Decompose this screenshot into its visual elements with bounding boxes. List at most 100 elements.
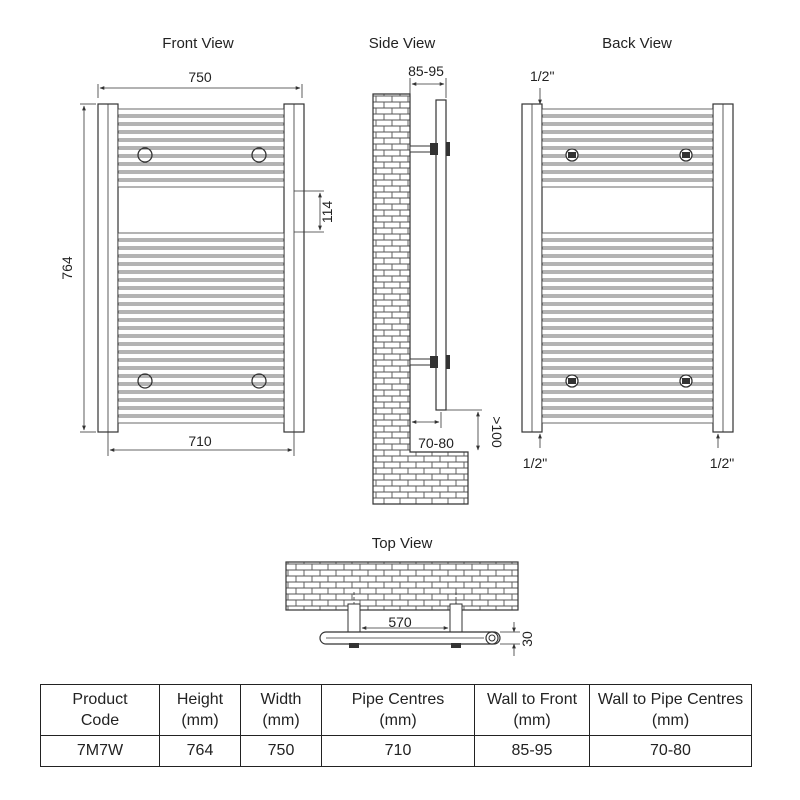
towel-bar [117, 376, 285, 384]
towel-bar [117, 272, 285, 280]
back-pipe-size-left-label: 1/2" [523, 455, 547, 471]
back-view: Back View 1/2" 1/2" 1/2" [521, 35, 734, 471]
towel-bar [117, 132, 285, 140]
back-bracket-bottom-left-icon [565, 374, 579, 388]
towel-bar [541, 116, 714, 124]
side-floor-clearance-label: >100 [489, 416, 505, 448]
top-view: Top View 570 30 [285, 535, 535, 656]
towel-bar [541, 344, 714, 352]
towel-bar [541, 288, 714, 296]
towel-bar [541, 384, 714, 392]
towel-bar [541, 376, 714, 384]
front-view: Front View 750 764 114 [59, 35, 335, 456]
side-wall-to-pipe-label: 70-80 [418, 435, 454, 451]
back-bracket-top-right-icon [679, 148, 693, 162]
towel-bar [117, 392, 285, 400]
towel-bar [117, 164, 285, 172]
back-bracket-bottom-right-icon [679, 374, 693, 388]
cell-pipe-centres: 710 [321, 735, 475, 767]
back-bars [541, 108, 714, 424]
front-width-label: 750 [188, 69, 212, 85]
back-pipe-size-top-label: 1/2" [530, 68, 554, 84]
towel-bar [541, 256, 714, 264]
towel-bar [117, 108, 285, 116]
towel-bar [117, 148, 285, 156]
top-depth-label: 30 [519, 631, 535, 647]
front-bracket-top-left-icon [137, 147, 153, 163]
top-view-title: Top View [372, 535, 433, 552]
towel-bar [117, 344, 285, 352]
towel-bar [117, 280, 285, 288]
back-pipe-size-right-label: 1/2" [710, 455, 734, 471]
towel-bar [541, 264, 714, 272]
towel-bar [117, 416, 285, 424]
towel-bar [541, 320, 714, 328]
back-radiator [521, 103, 734, 433]
towel-bar [117, 116, 285, 124]
header-width: Width(mm) [240, 684, 322, 736]
side-wall-to-front-label: 85-95 [408, 63, 444, 79]
towel-bar [541, 392, 714, 400]
towel-bar [117, 400, 285, 408]
towel-bar [541, 148, 714, 156]
towel-bar [117, 156, 285, 164]
towel-bar [117, 124, 285, 132]
towel-bar [117, 312, 285, 320]
towel-bar [541, 400, 714, 408]
towel-bar [541, 108, 714, 116]
back-view-title: Back View [602, 35, 672, 52]
technical-drawing: Front View 750 764 114 [59, 35, 734, 656]
side-radiator-profile [435, 99, 447, 411]
towel-bar [541, 240, 714, 248]
side-view: Side View 85-95 >100 70-80 [369, 35, 505, 505]
towel-bar [541, 408, 714, 416]
towel-bar [541, 156, 714, 164]
towel-bar [117, 368, 285, 376]
towel-bar [117, 180, 285, 188]
towel-bar [117, 304, 285, 312]
towel-bar [541, 132, 714, 140]
towel-bar [541, 172, 714, 180]
towel-bar [541, 232, 714, 240]
front-bracket-bottom-right-icon [251, 373, 267, 389]
front-pipe-centres-label: 710 [188, 433, 212, 449]
towel-bar [117, 384, 285, 392]
cell-product-code: 7M7W [40, 735, 160, 767]
header-wall-to-pipe-centres: Wall to Pipe Centres(mm) [589, 684, 752, 736]
towel-bar [541, 180, 714, 188]
towel-bar [541, 296, 714, 304]
front-spacing-label: 114 [319, 201, 335, 224]
towel-bar [117, 248, 285, 256]
towel-bar [117, 352, 285, 360]
towel-bar [541, 312, 714, 320]
front-radiator [97, 103, 305, 433]
towel-bar [541, 164, 714, 172]
towel-bar [117, 328, 285, 336]
table-row: 7M7W 764 750 710 85-95 70-80 [40, 735, 752, 767]
towel-bar [117, 320, 285, 328]
towel-bar [117, 296, 285, 304]
front-bracket-top-right-icon [251, 147, 267, 163]
towel-bar [541, 124, 714, 132]
towel-bar [117, 256, 285, 264]
towel-bar [117, 288, 285, 296]
cell-wall-to-front: 85-95 [474, 735, 590, 767]
header-height: Height(mm) [159, 684, 241, 736]
back-bracket-top-left-icon [565, 148, 579, 162]
towel-bar [541, 368, 714, 376]
cell-height: 764 [159, 735, 241, 767]
towel-bar [541, 272, 714, 280]
towel-bar [117, 172, 285, 180]
front-bars [117, 108, 285, 424]
towel-bar [117, 360, 285, 368]
towel-bar [117, 408, 285, 416]
front-height-label: 764 [59, 256, 75, 280]
front-bracket-bottom-left-icon [137, 373, 153, 389]
towel-bar [541, 416, 714, 424]
cell-width: 750 [240, 735, 322, 767]
towel-bar [541, 360, 714, 368]
towel-bar [541, 140, 714, 148]
